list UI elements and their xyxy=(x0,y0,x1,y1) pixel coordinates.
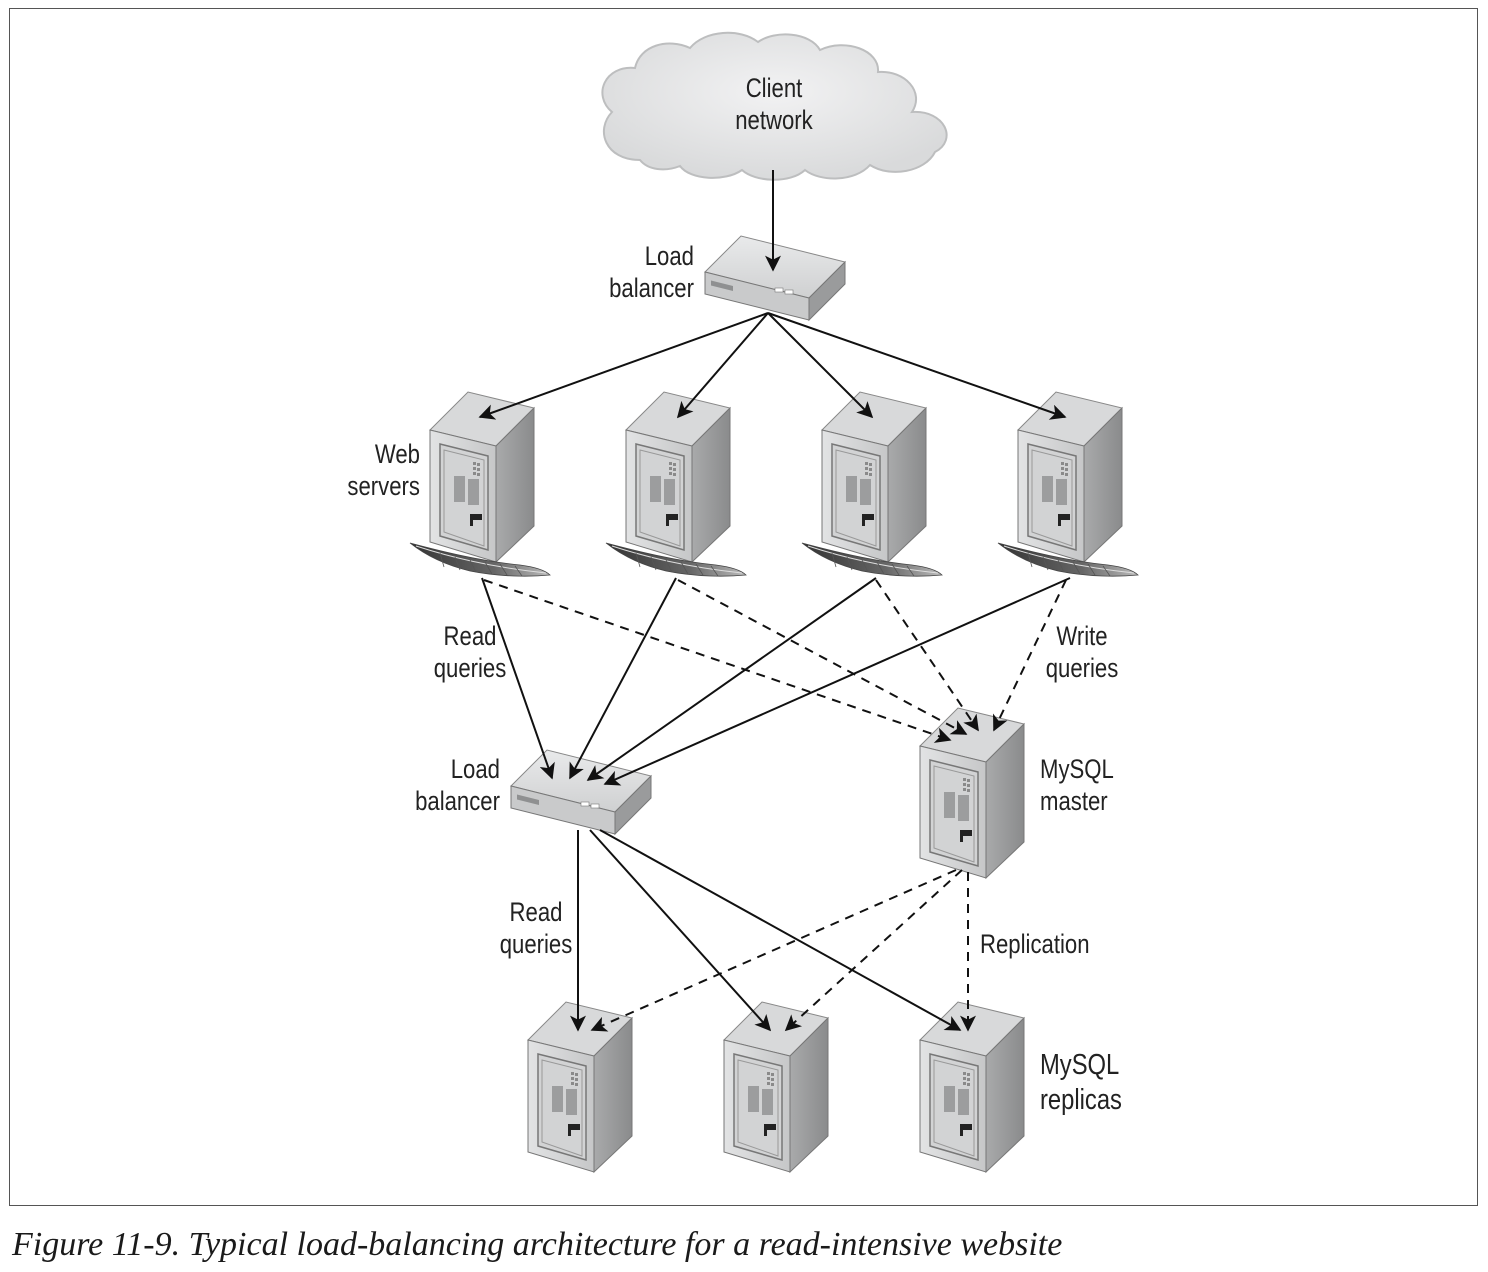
web-server-2 xyxy=(605,391,747,577)
arrow-write-web-2 xyxy=(677,579,968,735)
label-load-balancer-top: Load balancer xyxy=(609,241,694,303)
label-mysql-replicas: MySQL replicas xyxy=(1040,1049,1122,1116)
label-load-balancer-mid: Load balancer xyxy=(415,754,500,816)
arrow-read-web-3 xyxy=(586,577,877,781)
client-network-cloud xyxy=(601,31,948,181)
arrow-lb-to-web-2 xyxy=(676,312,769,419)
label-read-queries-upper: Read queries xyxy=(433,621,507,683)
load-balancer-top xyxy=(704,235,846,321)
arrow-lb-to-web-4 xyxy=(767,312,1067,420)
mysql-master-server xyxy=(919,707,1025,879)
arrow-write-web-1 xyxy=(483,579,952,743)
label-mysql-master: MySQL master xyxy=(1040,754,1114,816)
arrow-repl-replica-1 xyxy=(590,869,957,1032)
figure-caption: Figure 11-9. Typical load-balancing arch… xyxy=(12,1226,1063,1263)
web-server-1 xyxy=(409,391,551,577)
arrow-repl-replica-2 xyxy=(784,869,963,1032)
arrow-read-web-1 xyxy=(481,577,555,780)
label-replication: Replication xyxy=(980,929,1090,959)
arrow-read-replica-2 xyxy=(589,829,772,1032)
web-server-3 xyxy=(801,391,943,577)
web-server-4 xyxy=(997,391,1139,577)
mysql-replica-3 xyxy=(919,1001,1025,1173)
label-read-queries-lower: Read queries xyxy=(499,897,573,959)
arrow-read-web-4 xyxy=(603,577,1071,786)
arrow-read-replica-3 xyxy=(599,829,962,1031)
architecture-diagram xyxy=(409,31,1139,1173)
arrow-lb-to-web-1 xyxy=(478,312,769,420)
arrow-write-web-4 xyxy=(993,579,1067,732)
load-balancer-mid xyxy=(510,749,652,835)
mysql-replica-1 xyxy=(527,1001,633,1173)
arrow-read-web-2 xyxy=(569,577,677,780)
arrow-write-web-3 xyxy=(875,579,979,732)
label-write-queries: Write queries xyxy=(1045,621,1119,683)
figure-frame xyxy=(9,8,1478,1206)
label-client-network: Client network xyxy=(735,73,813,135)
mysql-replica-2 xyxy=(723,1001,829,1173)
label-web-servers: Web servers xyxy=(347,439,420,501)
arrow-lb-to-web-3 xyxy=(767,312,874,419)
